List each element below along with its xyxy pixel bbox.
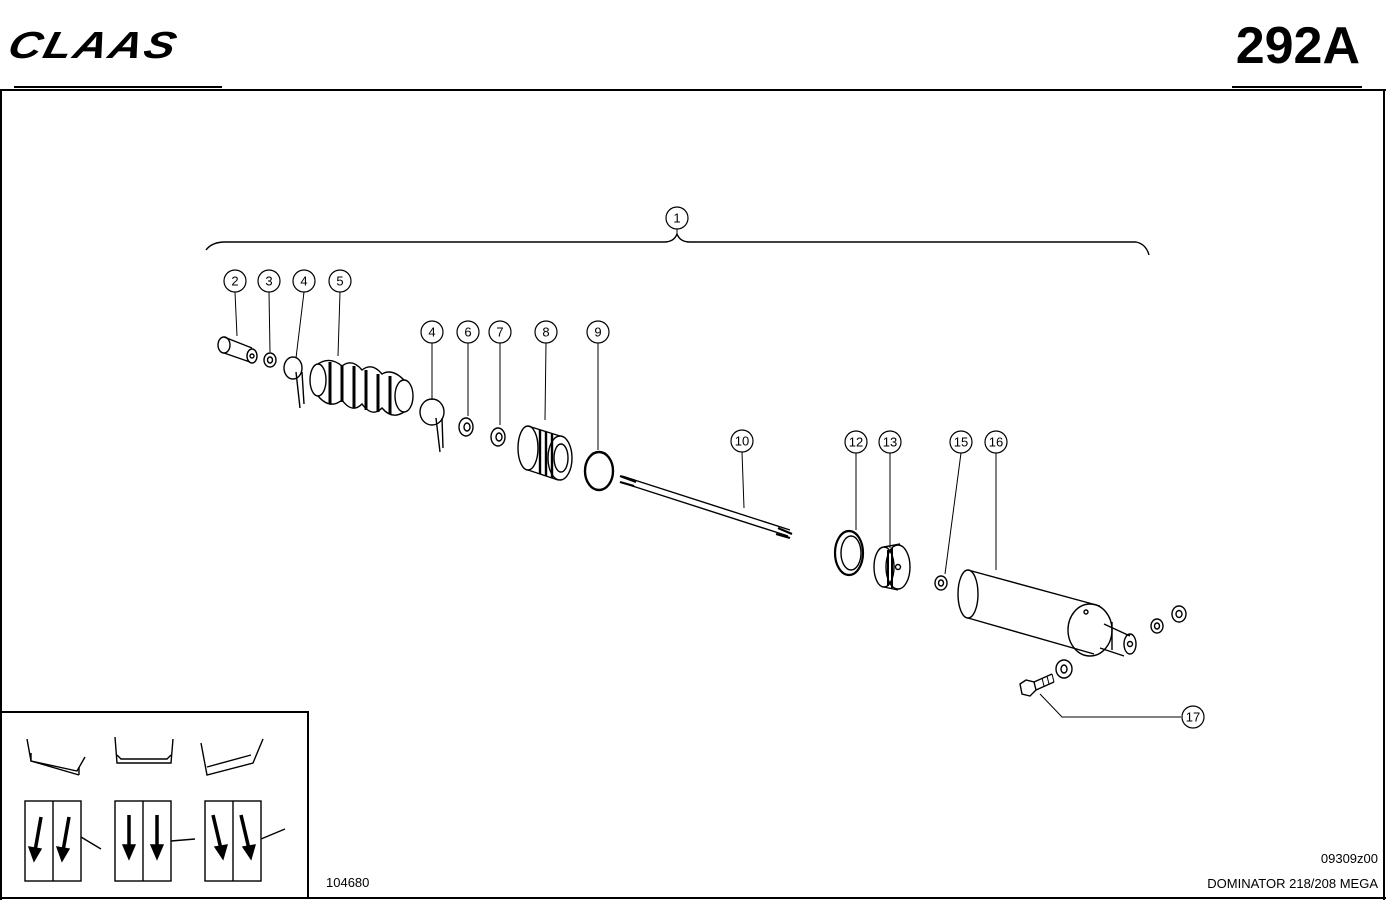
inset-table-profile-3 [200, 738, 264, 776]
callouts: 1 2 3 4 5 4 6 7 8 9 10 12 13 15 16 17 [223, 206, 1205, 729]
callout-16: 16 [984, 430, 1008, 454]
page-number-underline [1232, 86, 1362, 88]
callout-8: 8 [534, 320, 558, 344]
callout-4: 4 [292, 269, 316, 293]
part-o-ring [583, 450, 615, 492]
variant-inset-box [1, 711, 309, 898]
svg-text:15: 15 [954, 435, 968, 450]
part-bolt [1019, 659, 1073, 697]
page-number: 292A [1235, 17, 1360, 75]
svg-text:4: 4 [300, 274, 307, 289]
part-bellows [309, 359, 414, 416]
model-name: DOMINATOR 218/208 MEGA [1207, 876, 1378, 891]
variant-inset-drawing [24, 736, 286, 882]
svg-text:1: 1 [673, 211, 680, 226]
callout-10: 10 [730, 429, 754, 453]
inset-arrow-panel-2 [114, 800, 196, 882]
callout-2: 2 [223, 269, 247, 293]
svg-text:12: 12 [849, 435, 863, 450]
callout-4-second: 4 [420, 320, 444, 344]
svg-text:9: 9 [594, 325, 601, 340]
frame-left-border [0, 89, 2, 900]
inset-arrow-panel-3 [204, 800, 286, 882]
part-nut-small [934, 575, 948, 591]
callout-12: 12 [844, 430, 868, 454]
inset-table-profile-1 [26, 738, 86, 776]
svg-text:13: 13 [883, 435, 897, 450]
part-pin [217, 336, 258, 364]
part-piston [873, 543, 911, 591]
svg-text:6: 6 [464, 325, 471, 340]
part-cylinder [957, 569, 1137, 657]
callout-5: 5 [328, 269, 352, 293]
svg-text:5: 5 [336, 274, 343, 289]
leader-lines [234, 229, 1181, 718]
inset-arrow-panel-1 [24, 800, 102, 882]
callout-3: 3 [257, 269, 281, 293]
callout-17: 17 [1181, 705, 1205, 729]
part-washer-small [263, 352, 277, 368]
assembly-bracket [205, 232, 1150, 256]
part-hose-clamp [283, 356, 305, 409]
callout-6: 6 [456, 320, 480, 344]
frame-bottom-border [0, 897, 1386, 899]
svg-text:10: 10 [735, 434, 749, 449]
logo-underline [14, 86, 222, 88]
drawing-number: 104680 [326, 875, 370, 890]
svg-text:7: 7 [496, 325, 503, 340]
frame-right-border [1383, 89, 1385, 900]
page-header: CLAAS 292A [0, 0, 1386, 90]
svg-text:16: 16 [989, 435, 1003, 450]
callout-1: 1 [665, 206, 689, 230]
svg-text:4: 4 [428, 325, 435, 340]
frame-top-border [0, 89, 1386, 91]
svg-text:2: 2 [231, 274, 238, 289]
part-seal-ring [833, 529, 865, 577]
callout-9: 9 [586, 320, 610, 344]
part-nut [458, 417, 474, 437]
part-gland [517, 425, 573, 481]
callout-13: 13 [878, 430, 902, 454]
callout-15: 15 [949, 430, 973, 454]
image-code: 09309z00 [1320, 851, 1378, 866]
part-washer [490, 427, 506, 447]
part-washer-nut-pair [1150, 605, 1187, 634]
svg-text:8: 8 [542, 325, 549, 340]
part-hose-clamp-second [419, 398, 445, 453]
inset-table-profile-2 [114, 736, 174, 764]
callout-7: 7 [488, 320, 512, 344]
svg-text:3: 3 [265, 274, 272, 289]
svg-text:17: 17 [1186, 710, 1200, 725]
part-piston-rod [619, 474, 793, 540]
